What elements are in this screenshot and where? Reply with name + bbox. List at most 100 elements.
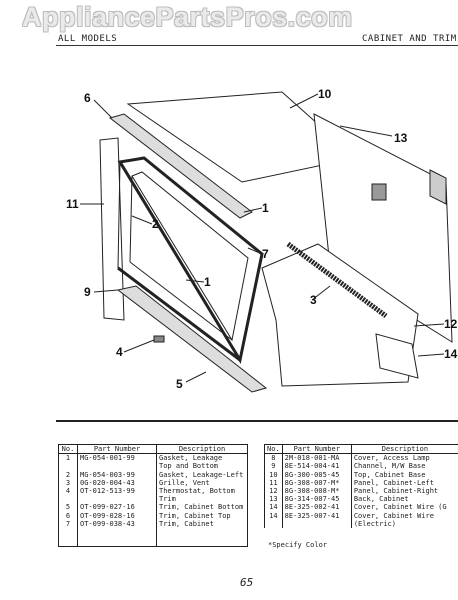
callout-13: 13 bbox=[394, 131, 408, 145]
cell-no bbox=[264, 519, 283, 529]
cell-part: 0G-020-004-43 bbox=[77, 478, 157, 488]
cell-desc: Trim, Cabinet Bottom bbox=[159, 503, 244, 512]
callout-7: 7 bbox=[262, 247, 269, 261]
callout-14: 14 bbox=[444, 347, 458, 361]
cell-no: 7 bbox=[58, 519, 78, 529]
header-left: ALL MODELS bbox=[58, 34, 118, 44]
cell-no: 5 bbox=[58, 503, 78, 512]
cell-no: 11 bbox=[264, 478, 283, 488]
callout-9: 9 bbox=[84, 285, 91, 299]
header-rule bbox=[56, 45, 458, 46]
cell-part bbox=[282, 519, 352, 529]
cell-no: 3 bbox=[58, 478, 78, 488]
cell-no: 1 bbox=[58, 453, 78, 463]
header-right: CABINET AND TRIM bbox=[362, 34, 457, 44]
cell-desc: Trim, Cabinet bbox=[159, 519, 214, 528]
table-row: Trim bbox=[58, 495, 248, 504]
cell-part: 8G-300-005-45 bbox=[282, 470, 352, 479]
cell-desc: Gasket, Leakage bbox=[159, 454, 223, 463]
cell-part: 8G-314-007-45 bbox=[282, 495, 352, 504]
callout-10: 10 bbox=[318, 87, 332, 101]
callout-1a: 1 bbox=[262, 201, 269, 215]
cell-desc: Cover, Cabinet Wire bbox=[353, 511, 434, 520]
watermark: AppliancePartsPros.com bbox=[22, 2, 353, 32]
cell-desc: (Electric) bbox=[353, 519, 396, 528]
cell-part bbox=[77, 462, 157, 471]
column-header-no: No. bbox=[58, 444, 78, 455]
cell-part: 8E-325-007-41 bbox=[282, 511, 352, 520]
cell-part: 8E-325-002-41 bbox=[282, 503, 352, 512]
column-header-no: No. bbox=[264, 444, 283, 455]
callout-11: 11 bbox=[66, 197, 79, 211]
callout-6: 6 bbox=[84, 91, 91, 105]
trim-top bbox=[108, 113, 253, 219]
cell-no: 9 bbox=[264, 462, 283, 471]
cell-desc: Gasket, Leakage-Left bbox=[159, 470, 244, 479]
vent-grille bbox=[286, 241, 388, 319]
table-row: Top and Bottom bbox=[58, 462, 248, 471]
cell-part: OT-099-027-16 bbox=[77, 503, 157, 512]
cell-desc: Cover, Cabinet Wire (G bbox=[353, 503, 447, 512]
cell-no: 13 bbox=[264, 495, 283, 504]
cell-no: 14 bbox=[264, 511, 283, 520]
cell-no: 2 bbox=[58, 470, 78, 479]
specify-color-note: *Specify Color bbox=[268, 541, 328, 549]
cell-part: MG-054-001-99 bbox=[77, 453, 157, 463]
cell-desc: Channel, M/W Base bbox=[353, 462, 426, 471]
cell-part: OT-099-038-43 bbox=[77, 519, 157, 529]
exploded-diagram: 10 6 13 11 1 2 7 9 1 3 12 4 5 14 bbox=[66, 87, 458, 393]
table-filler-row bbox=[58, 528, 248, 547]
back-label bbox=[371, 183, 387, 201]
cell-no: 14 bbox=[264, 503, 283, 512]
cell-part: 8G-308-008-M* bbox=[282, 487, 352, 496]
section-divider bbox=[56, 420, 458, 422]
table-header-row: No. Part Number Description bbox=[58, 444, 248, 455]
cell-desc: Panel, Cabinet-Left bbox=[353, 478, 434, 487]
table-header-row: No. Part Number Description bbox=[264, 444, 458, 455]
column-header-part: Part Number bbox=[77, 444, 157, 455]
callout-1b: 1 bbox=[204, 275, 211, 289]
cell-part: OT-099-028-16 bbox=[77, 511, 157, 520]
cell-part: 8G-308-007-M* bbox=[282, 478, 352, 488]
cell-part: 2M-018-001-MA bbox=[282, 453, 352, 463]
column-header-desc: Description bbox=[351, 444, 458, 455]
cell-desc: Top, Cabinet Base bbox=[353, 470, 426, 479]
access-cover bbox=[429, 169, 447, 205]
cell-part: OT-012-513-99 bbox=[77, 487, 157, 496]
cell-no bbox=[58, 495, 78, 504]
cabinet-back-panel bbox=[313, 113, 453, 343]
thermostat bbox=[153, 335, 165, 343]
cell-desc: Panel, Cabinet-Right bbox=[353, 487, 439, 496]
table-row: (Electric) bbox=[264, 519, 458, 529]
cell-desc: Trim, Cabinet Top bbox=[159, 511, 231, 520]
cell-desc: Trim bbox=[159, 495, 176, 504]
cell-desc: Cover, Access Lamp bbox=[353, 454, 430, 463]
callout-5: 5 bbox=[176, 377, 183, 391]
cell-desc: Back, Cabinet bbox=[353, 495, 409, 504]
cell-desc: Thermostat, Bottom bbox=[159, 487, 235, 496]
cabinet-left-panel bbox=[99, 137, 125, 321]
page-number: 65 bbox=[240, 576, 254, 589]
trim-frame-inner bbox=[131, 171, 249, 342]
cell-no: 8 bbox=[264, 453, 283, 463]
cell-desc: Grille, Vent bbox=[159, 478, 210, 487]
callout-4: 4 bbox=[116, 345, 123, 359]
cell-no: 4 bbox=[58, 487, 78, 496]
callout-12: 12 bbox=[444, 317, 458, 331]
cell-desc: Top and Bottom bbox=[159, 462, 219, 471]
trim-bottom bbox=[116, 285, 268, 393]
